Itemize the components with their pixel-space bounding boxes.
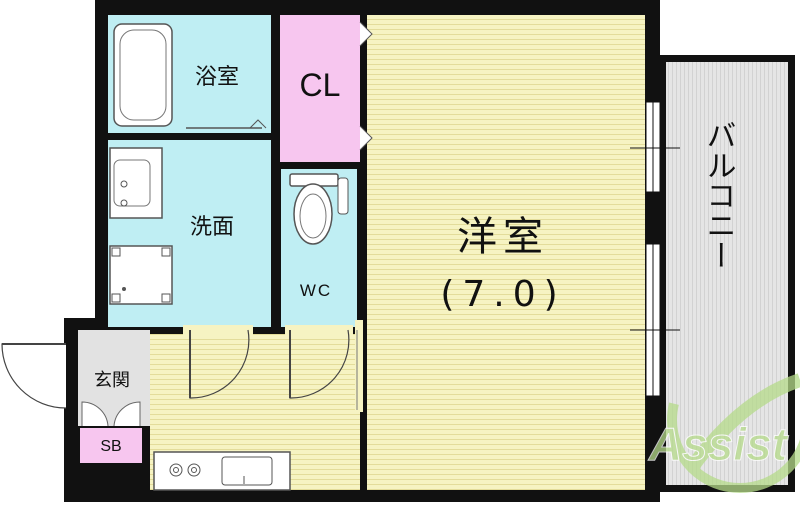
toilet-icon	[289, 173, 349, 245]
western-room-size: (7.0)	[440, 274, 565, 315]
entrance-door-swing	[1, 343, 67, 409]
toilet-door-swing	[289, 329, 350, 399]
washroom-label: 洗面	[190, 215, 234, 240]
toilet-label: WC	[300, 281, 332, 300]
western-room-floor	[367, 15, 645, 490]
shoe-box	[80, 428, 142, 463]
bath-label: 浴室	[195, 65, 239, 90]
entrance-label: 玄関	[94, 370, 130, 391]
washroom-door-swing	[189, 329, 250, 399]
closet-room	[280, 15, 360, 162]
balcony-label: バルコニー	[701, 120, 736, 270]
shoe-box-label: SB	[100, 438, 121, 455]
balcony-floor	[666, 62, 788, 485]
assist-logo: Assist	[647, 347, 800, 493]
watermark-text: Assist	[648, 418, 789, 470]
western-room-label: 洋室	[457, 214, 549, 260]
kitchen-sink	[221, 456, 273, 486]
closet-label: CL	[300, 67, 341, 103]
